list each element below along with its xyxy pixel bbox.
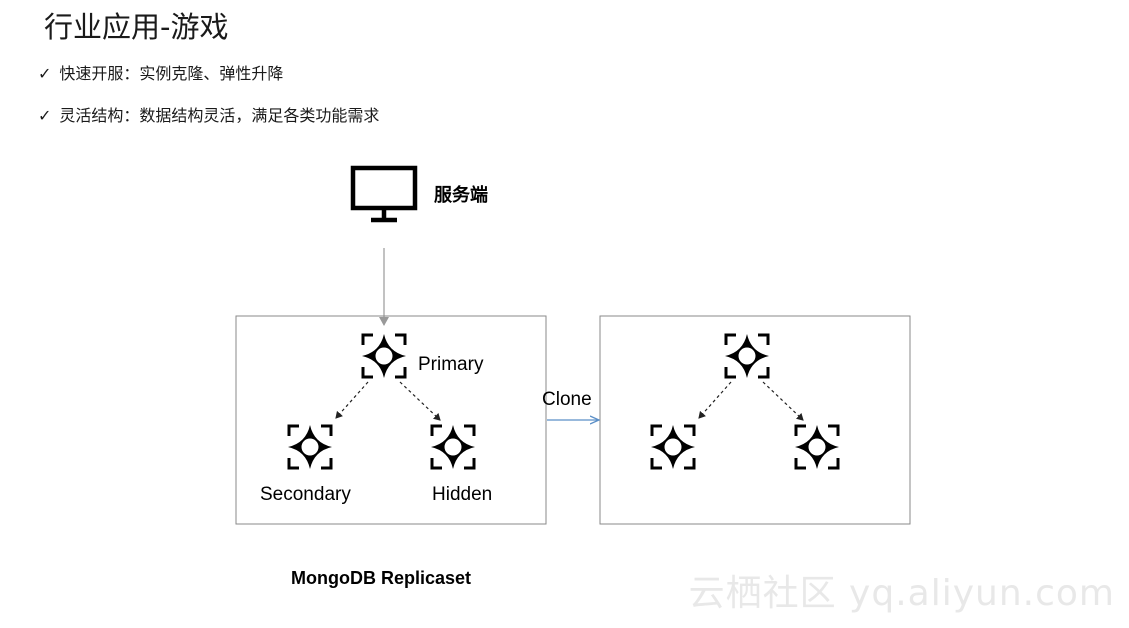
server-label: 服务端 [434,184,488,206]
primary-to-hidden-arrow [399,381,441,421]
bullet-text: 灵活结构：数据结构灵活，满足各类功能需求 [59,106,380,125]
check-icon: ✓ [38,64,52,83]
monitor-icon [350,165,418,223]
cloned-primary-to-secondary-arrow [698,381,732,419]
primary-to-secondary-arrow [335,381,369,419]
cloned-hidden-node-icon [793,423,841,471]
replicaset-box [235,315,547,525]
cloned-replicaset-box [599,315,911,525]
cloned-primary-node-icon [723,332,771,380]
bullet-item-fast-deploy: ✓ 快速开服：实例克隆、弹性升降 [38,62,283,86]
watermark-text: 云栖社区 yq.aliyun.com [688,573,1115,614]
clone-label: Clone [542,389,592,410]
hidden-node-icon [429,423,477,471]
replicaset-label: MongoDB Replicaset [291,568,471,588]
hidden-label: Hidden [432,484,492,505]
cloned-secondary-node-icon [649,423,697,471]
primary-label: Primary [418,354,484,375]
bullet-text: 快速开服：实例克隆、弹性升降 [59,64,284,83]
page-title: 行业应用-游戏 [44,10,229,44]
secondary-node-icon [286,423,334,471]
cloned-primary-to-hidden-arrow [762,381,804,421]
check-icon: ✓ [38,106,52,125]
bullet-item-flexible-structure: ✓ 灵活结构：数据结构灵活，满足各类功能需求 [38,104,379,128]
secondary-label: Secondary [260,484,351,505]
primary-node-icon [360,332,408,380]
